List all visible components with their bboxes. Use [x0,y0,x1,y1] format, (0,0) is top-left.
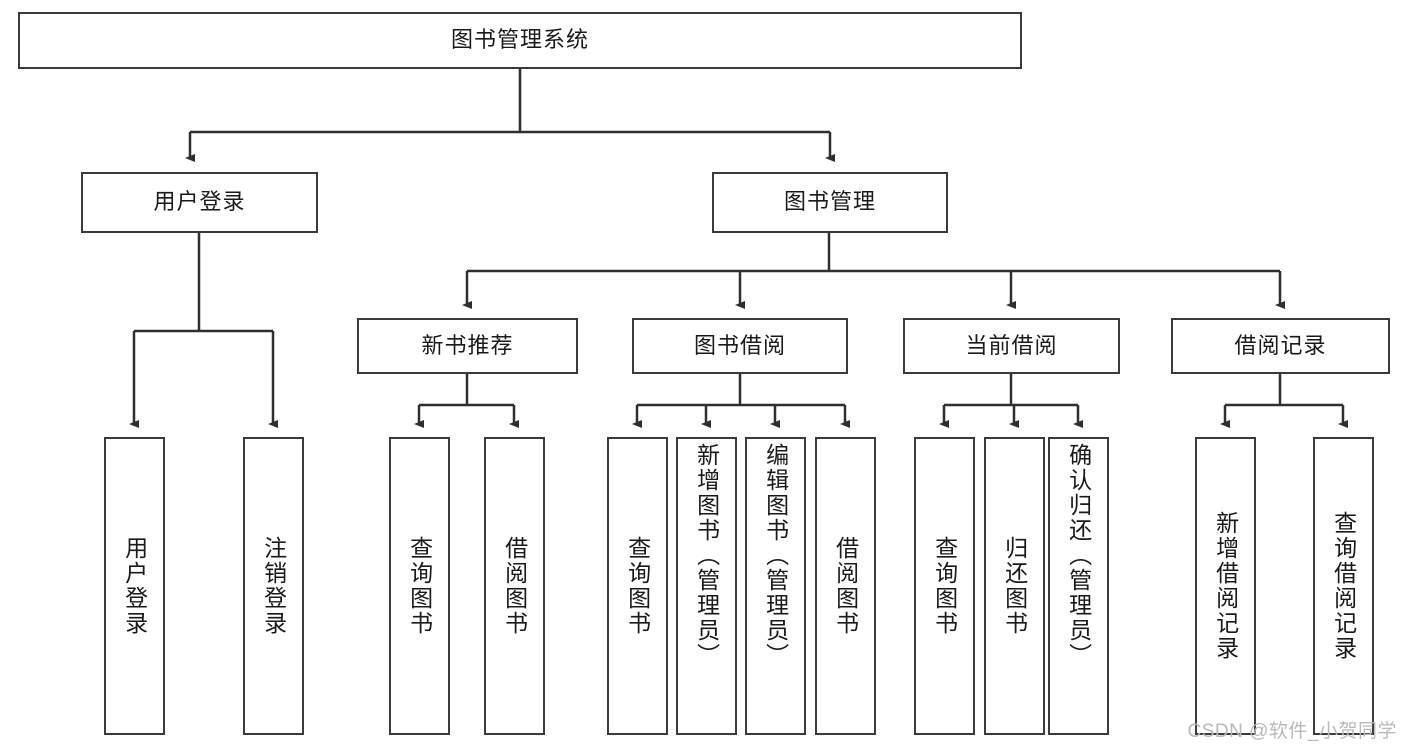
node-book-management[interactable]: 图书管理 [712,172,948,233]
node-label: 用户登录 [153,189,246,215]
node-label: 查询借阅记录 [1330,511,1357,661]
leaf-new-book-query-book[interactable]: 查询图书 [389,437,450,735]
leaf-borrow-record-query-record[interactable]: 查询借阅记录 [1313,437,1374,735]
node-label: 借阅图书 [501,536,528,636]
leaf-book-borrow-add-book-admin[interactable]: 新增图书（管理员） [676,437,737,735]
leaf-current-borrow-query-book[interactable]: 查询图书 [914,437,975,735]
leaf-borrow-record-add-record[interactable]: 新增借阅记录 [1195,437,1256,735]
node-root-book-management-system[interactable]: 图书管理系统 [18,12,1022,69]
node-label: 图书借阅 [693,332,786,358]
node-new-book-recommend[interactable]: 新书推荐 [357,318,578,374]
node-label: 用户登录 [121,536,148,636]
leaf-user-login-login[interactable]: 用户登录 [104,437,165,735]
leaf-new-book-borrow-book[interactable]: 借阅图书 [484,437,545,735]
node-label: 借阅记录 [1234,332,1327,358]
node-label: 查询图书 [624,536,651,636]
node-label: 归还图书 [1001,536,1028,636]
node-book-borrow[interactable]: 图书借阅 [632,318,848,374]
node-label: 查询图书 [406,536,433,636]
watermark-text: CSDN @软件_小贺同学 [1187,721,1397,742]
node-label: 查询图书 [931,536,958,636]
node-borrow-record[interactable]: 借阅记录 [1171,318,1390,374]
leaf-current-borrow-return-book[interactable]: 归还图书 [984,437,1045,735]
node-label: 编辑图书（管理员） [762,443,789,668]
node-label: 新增图书（管理员） [693,443,720,668]
node-label: 确认归还（管理员） [1065,443,1092,668]
node-label: 当前借阅 [965,332,1058,358]
node-label: 图书管理系统 [450,27,589,53]
node-label: 新增借阅记录 [1212,511,1239,661]
node-label: 注销登录 [260,536,287,636]
leaf-book-borrow-query-book[interactable]: 查询图书 [607,437,668,735]
leaf-user-login-logout[interactable]: 注销登录 [243,437,304,735]
node-user-login[interactable]: 用户登录 [81,172,318,233]
node-label: 图书管理 [783,189,876,215]
leaf-current-borrow-confirm-return-admin[interactable]: 确认归还（管理员） [1048,437,1109,735]
node-label: 新书推荐 [421,332,514,358]
node-label: 借阅图书 [832,536,859,636]
leaf-book-borrow-borrow-book[interactable]: 借阅图书 [815,437,876,735]
leaf-book-borrow-edit-book-admin[interactable]: 编辑图书（管理员） [745,437,806,735]
node-current-borrow[interactable]: 当前借阅 [903,318,1120,374]
